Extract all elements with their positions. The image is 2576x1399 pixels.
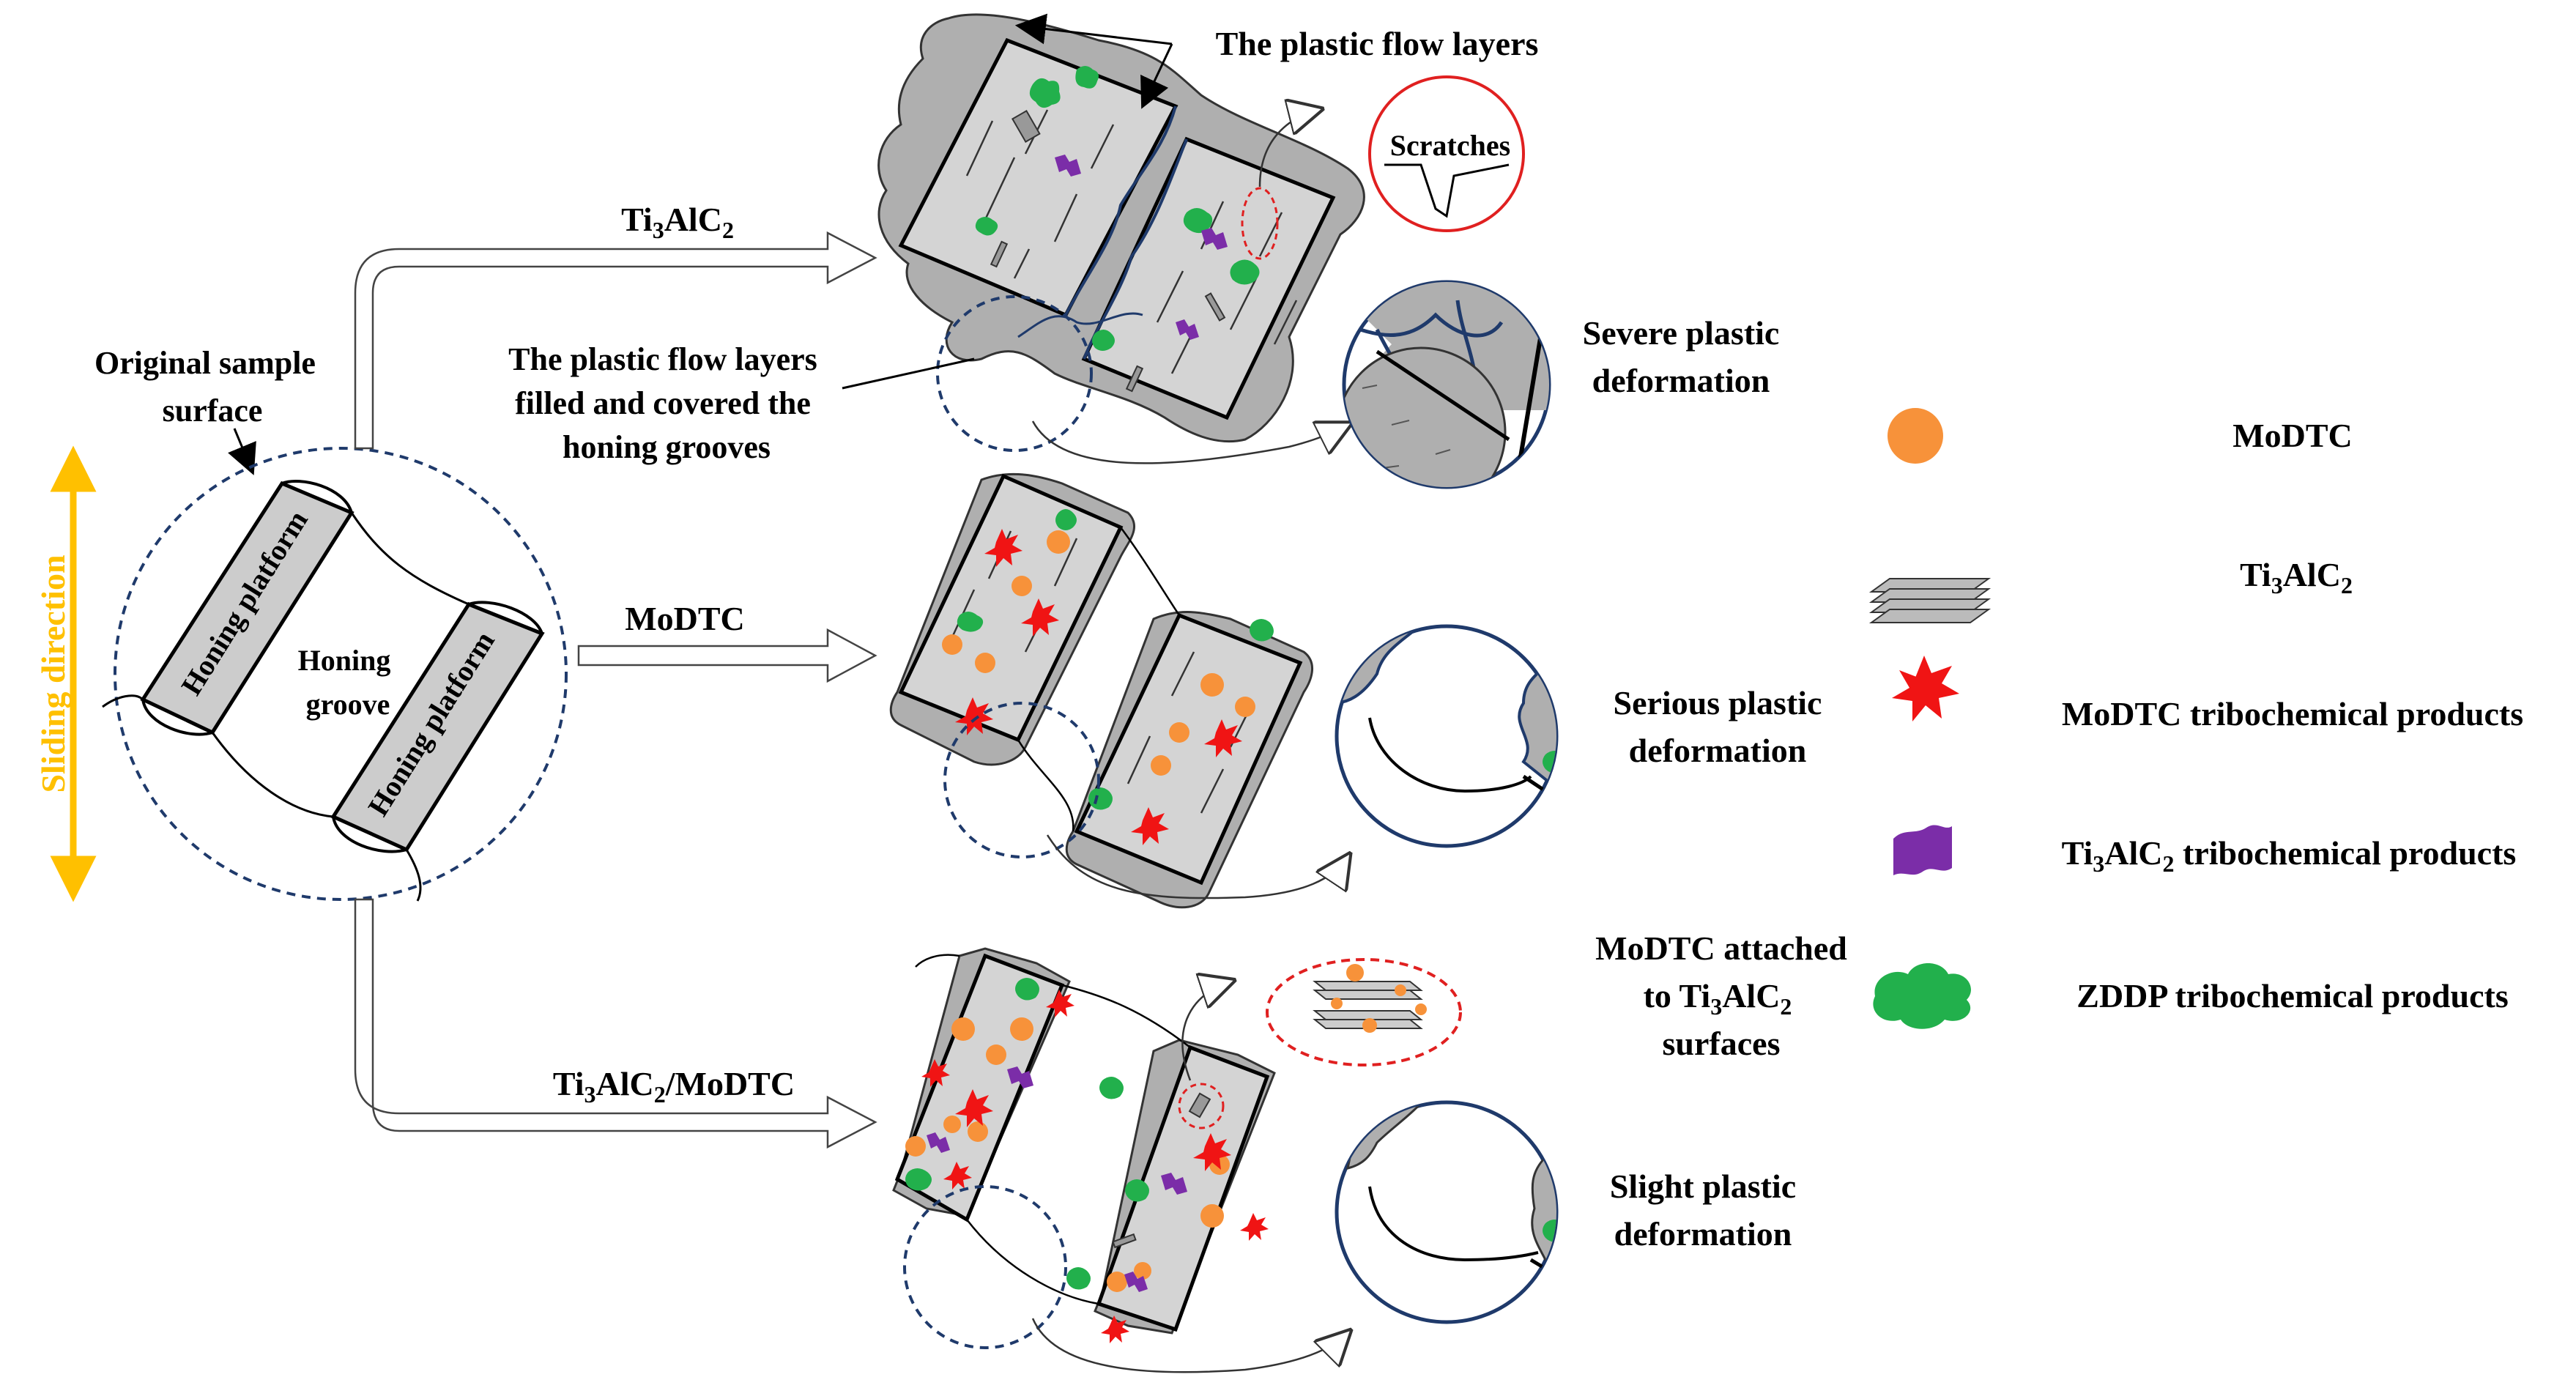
attached-callout: MoDTC attached to Ti3AlC2 surfaces: [1266, 929, 1847, 1066]
legend-item-ti3alc2: Ti3AlC2: [1868, 556, 2353, 623]
honing-groove-label-1: Honing: [298, 644, 391, 677]
scratches-label: Scratches: [1390, 129, 1510, 162]
zoom-serious: Serious plastic deformation: [1335, 624, 1822, 848]
legend-item-zddp-products: ZDDP tribochemical products: [1873, 963, 2509, 1029]
legend-label-zddp-products: ZDDP tribochemical products: [2076, 977, 2508, 1014]
orange-circle-icon: [1888, 408, 1943, 464]
branch-arrows: [354, 231, 877, 1149]
honing-platform-right: Honing platform: [330, 601, 545, 853]
serious-label-1: Serious plastic: [1614, 684, 1822, 721]
groove-highlight-top: [936, 295, 1093, 452]
groove-highlight-bottom: [903, 1185, 1067, 1349]
bottom-particles: [905, 978, 1269, 1343]
slight-label-2: deformation: [1614, 1215, 1792, 1253]
sliding-direction-arrow: Sliding direction: [34, 445, 97, 902]
scratch-highlight: [1241, 187, 1279, 260]
attached-label-1: MoDTC attached: [1595, 929, 1847, 967]
legend-label-modtc-products: MoDTC tribochemical products: [2062, 695, 2523, 732]
filled-label-2: filled and covered the: [515, 385, 811, 421]
slight-label-1: Slight plastic: [1610, 1168, 1796, 1205]
legend-item-modtc-products: MoDTC tribochemical products: [1892, 656, 2523, 732]
red-star-icon: [1892, 656, 1959, 721]
branch-label-combo: Ti3AlC2/MoDTC: [553, 1065, 795, 1107]
original-sample: Original sample surface Honing platform …: [94, 345, 568, 902]
ti3alc2-worn-surface: The plastic flow layers The plastic flow…: [508, 13, 1539, 465]
attached-highlight: [1178, 1083, 1225, 1129]
legend-item-ti3alc2-products: Ti3AlC2 tribochemical products: [1893, 825, 2516, 877]
branch-label-modtc: MoDTC: [625, 600, 745, 637]
stacked-layers-icon: [1868, 578, 1992, 623]
top-particles: [975, 66, 1260, 393]
zoom-slight: Slight plastic deformation: [1335, 1100, 1796, 1324]
groove-highlight-middle: [943, 702, 1100, 858]
purple-wave-icon: [1893, 825, 1952, 875]
modtc-worn-surface: [889, 472, 1348, 909]
legend: MoDTC Ti3AlC2 MoDTC tribochemical produc…: [1868, 408, 2523, 1029]
green-cloud-icon: [1873, 963, 1971, 1029]
zoom-severe: Severe plastic deformation: [1031, 280, 1780, 489]
attached-label-2: to Ti3AlC2: [1644, 977, 1792, 1020]
scratches-callout: Scratches: [1258, 75, 1525, 232]
filled-label-3: honing grooves: [563, 429, 771, 465]
serious-label-2: deformation: [1629, 732, 1807, 769]
sliding-direction-label: Sliding direction: [34, 554, 72, 793]
middle-particles: [942, 509, 1274, 845]
legend-item-modtc: MoDTC: [1888, 408, 2353, 464]
attached-label-3: surfaces: [1663, 1025, 1781, 1062]
legend-label-ti3alc2: Ti3AlC2: [2240, 556, 2353, 598]
combo-worn-surface: [892, 947, 1348, 1373]
original-surface-label-1: Original sample: [94, 345, 316, 381]
legend-label-ti3alc2-products: Ti3AlC2 tribochemical products: [2062, 834, 2517, 877]
original-surface-label-2: surface: [163, 393, 263, 428]
severe-label-2: deformation: [1592, 362, 1770, 399]
honing-groove-label-2: groove: [306, 688, 390, 721]
legend-label-modtc: MoDTC: [2232, 417, 2353, 454]
filled-label-1: The plastic flow layers: [508, 341, 817, 377]
branch-label-ti3alc2: Ti3AlC2: [621, 201, 734, 243]
original-sample-circle: [114, 447, 568, 901]
severe-label-1: Severe plastic: [1583, 314, 1780, 352]
plastic-flow-layers-label: The plastic flow layers: [1216, 25, 1539, 62]
